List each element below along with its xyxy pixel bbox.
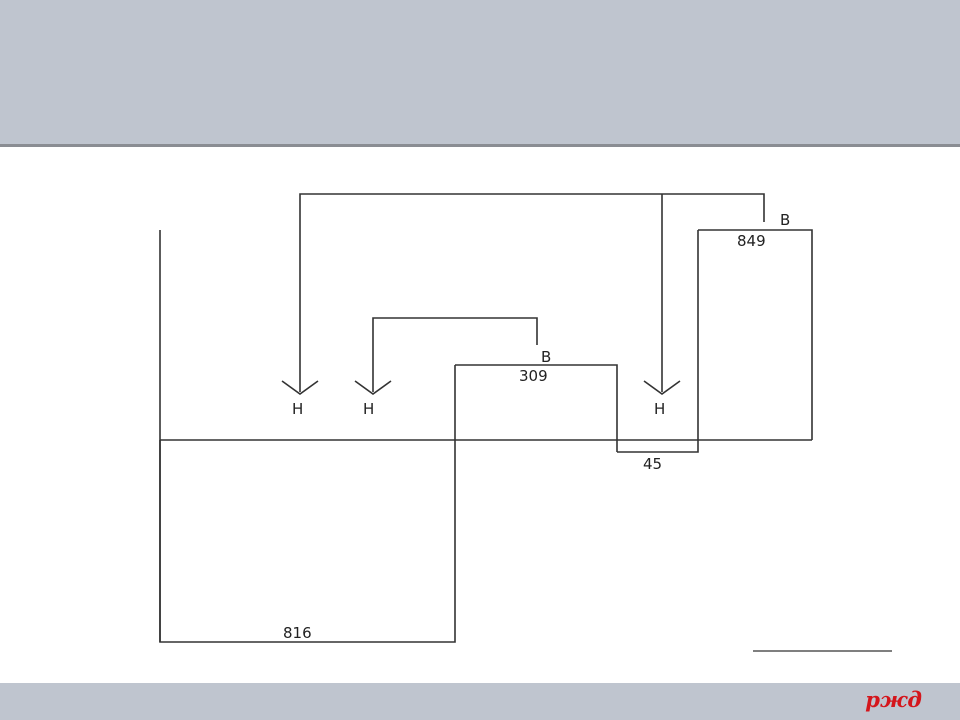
inflow-label-3: Н bbox=[654, 400, 665, 418]
outflow-label-849: В bbox=[780, 211, 790, 229]
header-band bbox=[0, 0, 960, 144]
connector-309 bbox=[372, 317, 538, 392]
value-816: 816 bbox=[283, 624, 312, 642]
block-849-outline bbox=[698, 229, 813, 440]
value-309: 309 bbox=[519, 367, 548, 385]
inflow-label-2: Н bbox=[363, 400, 374, 418]
value-849: 849 bbox=[737, 232, 766, 250]
inflow-label-1: Н bbox=[292, 400, 303, 418]
footer-band bbox=[0, 683, 960, 720]
arrow-head-1 bbox=[281, 380, 319, 395]
block-45-outline bbox=[617, 230, 699, 453]
arrow-head-2 bbox=[354, 380, 392, 395]
connector-849 bbox=[299, 193, 765, 392]
rzd-logo: ржд bbox=[865, 687, 922, 712]
block-816-outline bbox=[159, 365, 456, 643]
outflow-label-309: В bbox=[541, 348, 551, 366]
value-45: 45 bbox=[643, 455, 662, 473]
arrow-head-3 bbox=[643, 380, 681, 395]
block-309-outline bbox=[455, 364, 618, 452]
header-divider bbox=[0, 144, 960, 147]
